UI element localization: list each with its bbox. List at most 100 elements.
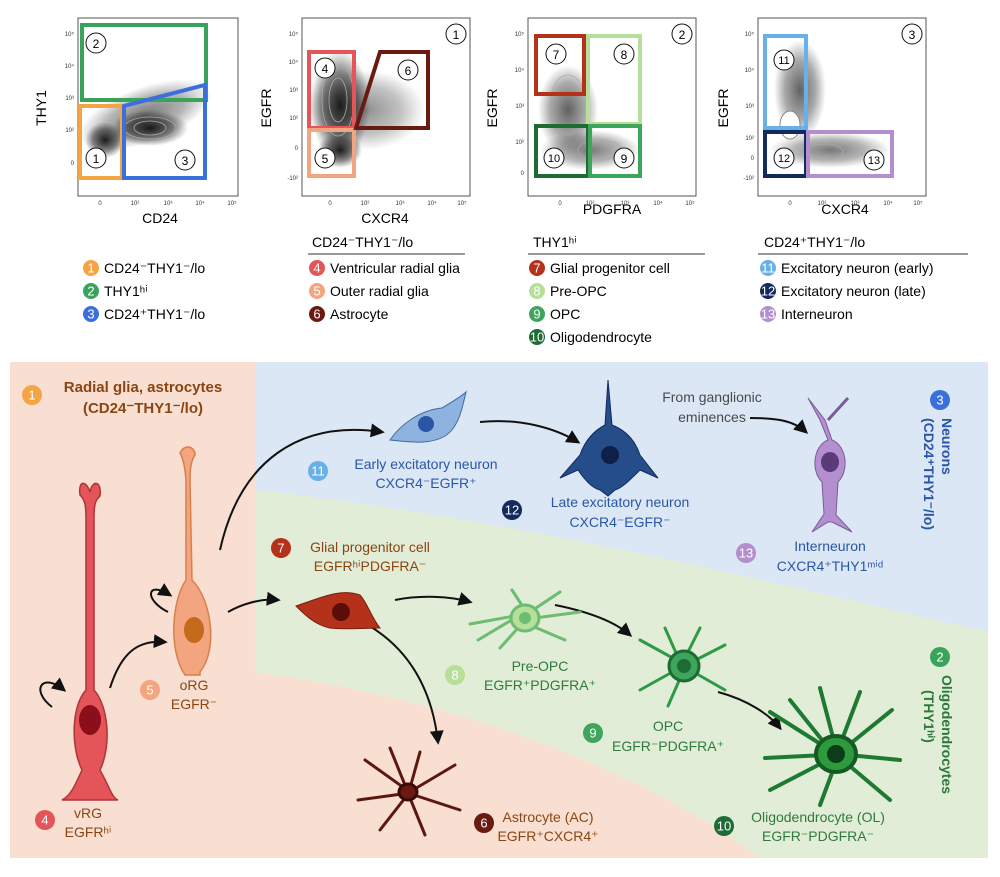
cell-label-interneuron: 13 Interneuron CXCR4⁺THY1ᵐⁱᵈ	[736, 538, 883, 574]
svg-text:4: 4	[41, 813, 48, 828]
svg-text:13: 13	[868, 155, 880, 167]
gate-number-3: 3	[174, 149, 196, 171]
svg-text:Astrocyte: Astrocyte	[330, 306, 389, 322]
svg-text:EGFR⁻: EGFR⁻	[171, 696, 217, 712]
svg-text:8: 8	[621, 48, 628, 62]
legend-header: CD24⁻THY1⁻/lo	[312, 234, 413, 250]
region-oligodendrocytes	[255, 490, 988, 858]
svg-text:3: 3	[936, 393, 943, 408]
legend-item: 6 Astrocyte	[309, 306, 389, 322]
svg-text:10²: 10²	[65, 128, 74, 134]
svg-text:3: 3	[909, 28, 916, 42]
svg-text:10²: 10²	[586, 201, 595, 207]
svg-text:oRG: oRG	[180, 677, 209, 693]
svg-text:4: 4	[313, 261, 320, 276]
opc-cell	[638, 626, 727, 708]
svg-text:vRG: vRG	[74, 805, 102, 821]
svg-text:1: 1	[87, 261, 94, 276]
region-2-title: 2 Oligodendrocytes (THY1ʰⁱ)	[921, 647, 955, 794]
x-axis-label: CD24	[142, 210, 178, 226]
svg-text:(CD24⁺THY1⁻/lo): (CD24⁺THY1⁻/lo)	[921, 418, 937, 530]
svg-text:0: 0	[788, 201, 792, 207]
gate-number-7: 7	[545, 43, 567, 65]
svg-text:13: 13	[739, 546, 753, 561]
svg-text:10: 10	[530, 330, 544, 345]
svg-text:(THY1ʰⁱ): (THY1ʰⁱ)	[921, 690, 937, 743]
svg-text:3: 3	[182, 154, 189, 168]
svg-text:10⁴: 10⁴	[745, 67, 755, 74]
gate-number-8: 8	[613, 43, 635, 65]
svg-text:1: 1	[453, 28, 460, 42]
cell-label-late-excitatory: 12 Late excitatory neuron CXCR4⁻EGFR⁻	[502, 494, 689, 530]
svg-text:6: 6	[405, 64, 412, 78]
svg-text:OPC: OPC	[653, 718, 683, 734]
svg-text:Excitatory neuron (early): Excitatory neuron (early)	[781, 260, 934, 276]
svg-text:1: 1	[28, 388, 35, 403]
panel-number: 2	[671, 23, 693, 45]
svg-text:EGFR⁺PDGFRA⁺: EGFR⁺PDGFRA⁺	[484, 677, 596, 693]
svg-text:7: 7	[277, 541, 284, 556]
svg-text:10³: 10³	[745, 104, 754, 110]
gate-number-5: 5	[314, 147, 336, 169]
gate-7	[534, 34, 586, 96]
svg-text:Oligodendrocytes: Oligodendrocytes	[939, 675, 955, 794]
svg-text:OPC: OPC	[550, 306, 580, 322]
svg-text:12: 12	[778, 153, 790, 165]
pre-opc-cell	[468, 588, 582, 650]
svg-text:Outer radial glia: Outer radial glia	[330, 283, 429, 299]
svg-text:10³: 10³	[851, 201, 860, 207]
svg-text:10³: 10³	[65, 96, 74, 102]
svg-text:CD24⁻THY1⁻/lo: CD24⁻THY1⁻/lo	[104, 260, 205, 276]
svg-text:7: 7	[553, 48, 560, 62]
svg-text:10⁴: 10⁴	[883, 200, 893, 207]
gate-5	[307, 128, 356, 178]
svg-text:10⁴: 10⁴	[427, 200, 437, 207]
region-1-title: 1 Radial glia, astrocytes (CD24⁻THY1⁻/lo…	[22, 379, 222, 417]
org-cell	[173, 446, 212, 676]
svg-text:10²: 10²	[361, 201, 370, 207]
svg-text:6: 6	[313, 307, 320, 322]
svg-text:10²: 10²	[745, 136, 754, 142]
region-3-title: 3 Neurons (CD24⁺THY1⁻/lo)	[921, 390, 955, 530]
svg-text:10³: 10³	[289, 88, 298, 94]
y-axis-label: THY1	[33, 90, 49, 126]
svg-text:10²: 10²	[515, 140, 524, 146]
svg-text:10⁴: 10⁴	[515, 67, 525, 74]
cell-label-opc: 9 OPC EGFR⁻PDGFRA⁺	[583, 718, 724, 754]
svg-text:12: 12	[761, 284, 775, 299]
svg-text:8: 8	[451, 668, 458, 683]
scatter-cloud	[78, 79, 212, 158]
gate-number-13: 13	[863, 149, 885, 171]
x-axis-label: PDGFRA	[583, 201, 642, 217]
x-axis-label: CXCR4	[361, 210, 409, 226]
cell-label-org: 5 oRG EGFR⁻	[140, 677, 217, 712]
cell-label-pre-opc: 8 Pre-OPC EGFR⁺PDGFRA⁺	[445, 658, 596, 693]
svg-text:-10²: -10²	[743, 176, 754, 182]
svg-text:11: 11	[311, 464, 325, 479]
svg-text:1: 1	[93, 152, 100, 166]
y-axis-label: EGFR	[258, 89, 274, 128]
x-axis-label: CXCR4	[821, 201, 869, 217]
svg-text:Glial progenitor cell: Glial progenitor cell	[310, 539, 430, 555]
svg-text:2: 2	[93, 37, 100, 51]
svg-text:9: 9	[621, 152, 628, 166]
svg-text:0: 0	[558, 201, 562, 207]
svg-text:2: 2	[87, 284, 94, 299]
vrg-cell	[61, 482, 119, 801]
gate-number-1: 1	[85, 147, 107, 169]
svg-text:0: 0	[98, 201, 102, 207]
